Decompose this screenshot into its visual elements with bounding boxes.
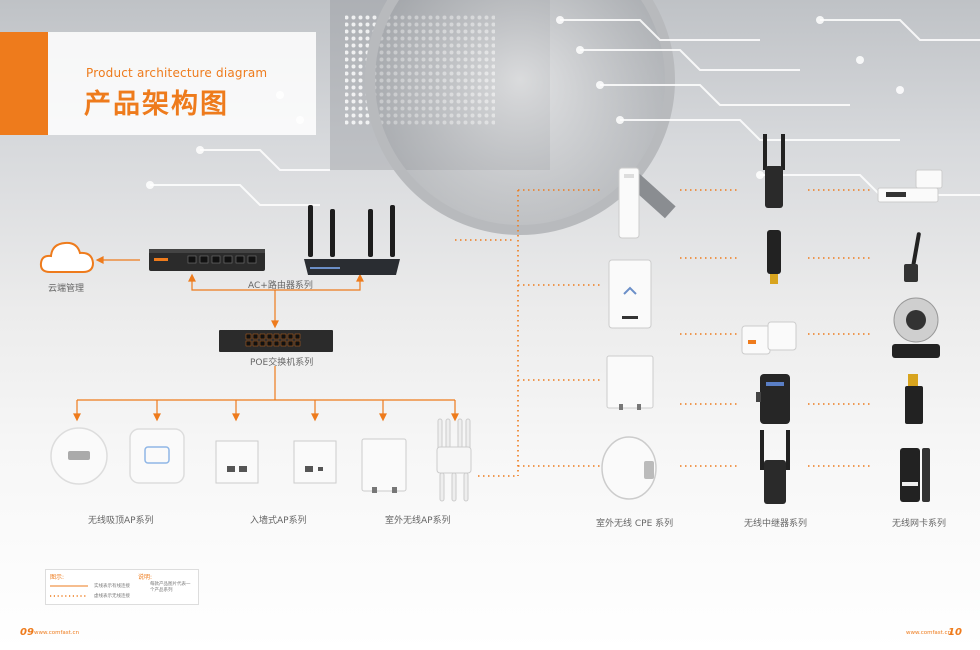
switch-series-label: POE交换机系列: [250, 358, 314, 368]
repeater-label: 无线中继器系列: [744, 519, 808, 529]
cpe-label: 室外无线 CPE 系列: [596, 519, 674, 529]
cpe-panel-device: [608, 259, 652, 329]
wall-ap-2-device: [293, 440, 337, 484]
router-series-label: AC+路由器系列: [248, 281, 313, 291]
wall-ap-label: 入墙式AP系列: [250, 516, 307, 526]
url-right: www.comfast.cn: [906, 630, 952, 636]
legend-box: 图示: 实线表示有线连接 虚线表示无线连接 说明: 每款产品图片代表一个产品系列: [45, 569, 199, 605]
router-device: [304, 205, 400, 275]
ceiling-ap-round-device: [50, 427, 108, 485]
outdoor-ap-label: 室外无线AP系列: [385, 516, 451, 526]
url-left: www.comfast.cn: [34, 630, 80, 636]
legend-dotted-desc: 虚线表示无线连接: [94, 594, 130, 599]
page-title: 产品架构图: [84, 89, 229, 120]
cloud-label: 云端管理: [48, 284, 85, 294]
nic-label: 无线网卡系列: [892, 519, 947, 529]
repeater-1-device: [763, 134, 785, 208]
outdoor-ap-panel-device: [361, 438, 407, 493]
legend-title-right: 说明:: [138, 574, 153, 581]
legend-solid-desc: 实线表示有线连接: [94, 584, 130, 589]
page-number-right: 10: [948, 627, 962, 638]
outdoor-ap-antenna-device: [436, 418, 472, 502]
wall-ap-1-device: [215, 440, 259, 484]
repeater-2-device: [767, 230, 781, 284]
repeater-3-device: [741, 321, 797, 355]
legend-title-left: 图示:: [50, 574, 65, 581]
page-subtitle: Product architecture diagram: [86, 66, 268, 80]
nic-4-device: [905, 374, 923, 424]
ceiling-ap-square-device: [129, 428, 185, 484]
header-accent-bar: [0, 32, 48, 135]
repeater-4-device: [756, 374, 790, 424]
header-panel: [48, 32, 316, 135]
nic-3-device: [892, 297, 940, 358]
cloud-icon: [39, 241, 95, 273]
ac-controller-device: [149, 249, 265, 271]
cpe-tall-device: [618, 167, 640, 239]
legend-lines: [50, 585, 88, 597]
poe-switch-device: [219, 330, 333, 352]
legend-note: 每款产品图片代表一个产品系列: [150, 582, 191, 593]
cpe-square-device: [606, 355, 654, 410]
cpe-dish-device: [601, 436, 657, 500]
nic-2-device: [904, 232, 921, 282]
nic-1-device: [877, 169, 943, 203]
nic-5-device: [900, 448, 930, 502]
repeater-5-device: [760, 430, 790, 504]
ceiling-ap-label: 无线吸顶AP系列: [88, 516, 154, 526]
page-number-left: 09: [20, 627, 34, 638]
